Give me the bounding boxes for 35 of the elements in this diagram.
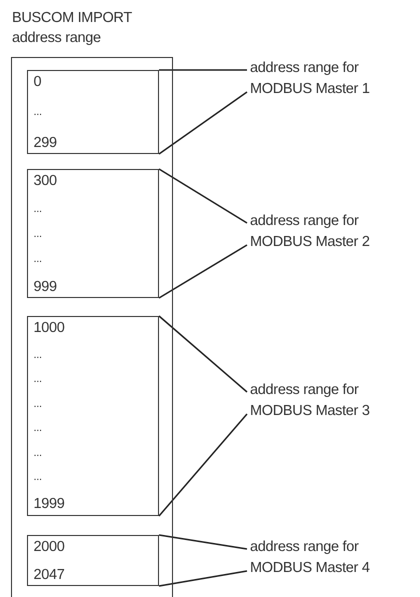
- address-number: 1999: [34, 495, 66, 514]
- address-block: [26, 316, 158, 516]
- frame-heading: BUSCOM IMPORT address range: [12, 9, 133, 48]
- ellipsis: ...: [34, 106, 43, 118]
- connector-line: [158, 244, 248, 299]
- connector-line: [158, 91, 248, 155]
- range-label: address range for MODBUS Master 3: [250, 380, 420, 422]
- ellipsis: ...: [34, 398, 43, 410]
- address-block: [26, 70, 158, 154]
- address-number: 999: [34, 278, 58, 296]
- ellipsis: ...: [34, 348, 43, 361]
- ellipsis: ...: [34, 252, 43, 264]
- connector-line: [158, 168, 248, 224]
- range-label: address range for MODBUS Master 2: [250, 211, 420, 253]
- ellipsis: ...: [34, 373, 43, 386]
- ellipsis: ...: [34, 202, 43, 214]
- range-label: address range for MODBUS Master 1: [250, 58, 420, 100]
- ellipsis: ...: [34, 422, 43, 434]
- ellipsis: ...: [34, 228, 43, 240]
- address-number: 300: [34, 172, 58, 190]
- connector-line: [158, 570, 248, 587]
- ellipsis: ...: [34, 471, 43, 484]
- range-label: address range for MODBUS Master 4: [250, 537, 420, 579]
- connector-line: [158, 315, 248, 393]
- connector-line: [158, 534, 248, 550]
- address-number: 299: [34, 134, 58, 152]
- connector-line: [159, 69, 247, 71]
- address-number: 2047: [34, 566, 66, 584]
- ellipsis: ...: [34, 446, 43, 459]
- address-number: 1000: [34, 318, 66, 336]
- address-number: 0: [34, 72, 42, 90]
- address-block: [26, 168, 158, 298]
- address-number: 2000: [34, 538, 66, 556]
- connector-line: [158, 414, 248, 516]
- address-block: [26, 534, 158, 586]
